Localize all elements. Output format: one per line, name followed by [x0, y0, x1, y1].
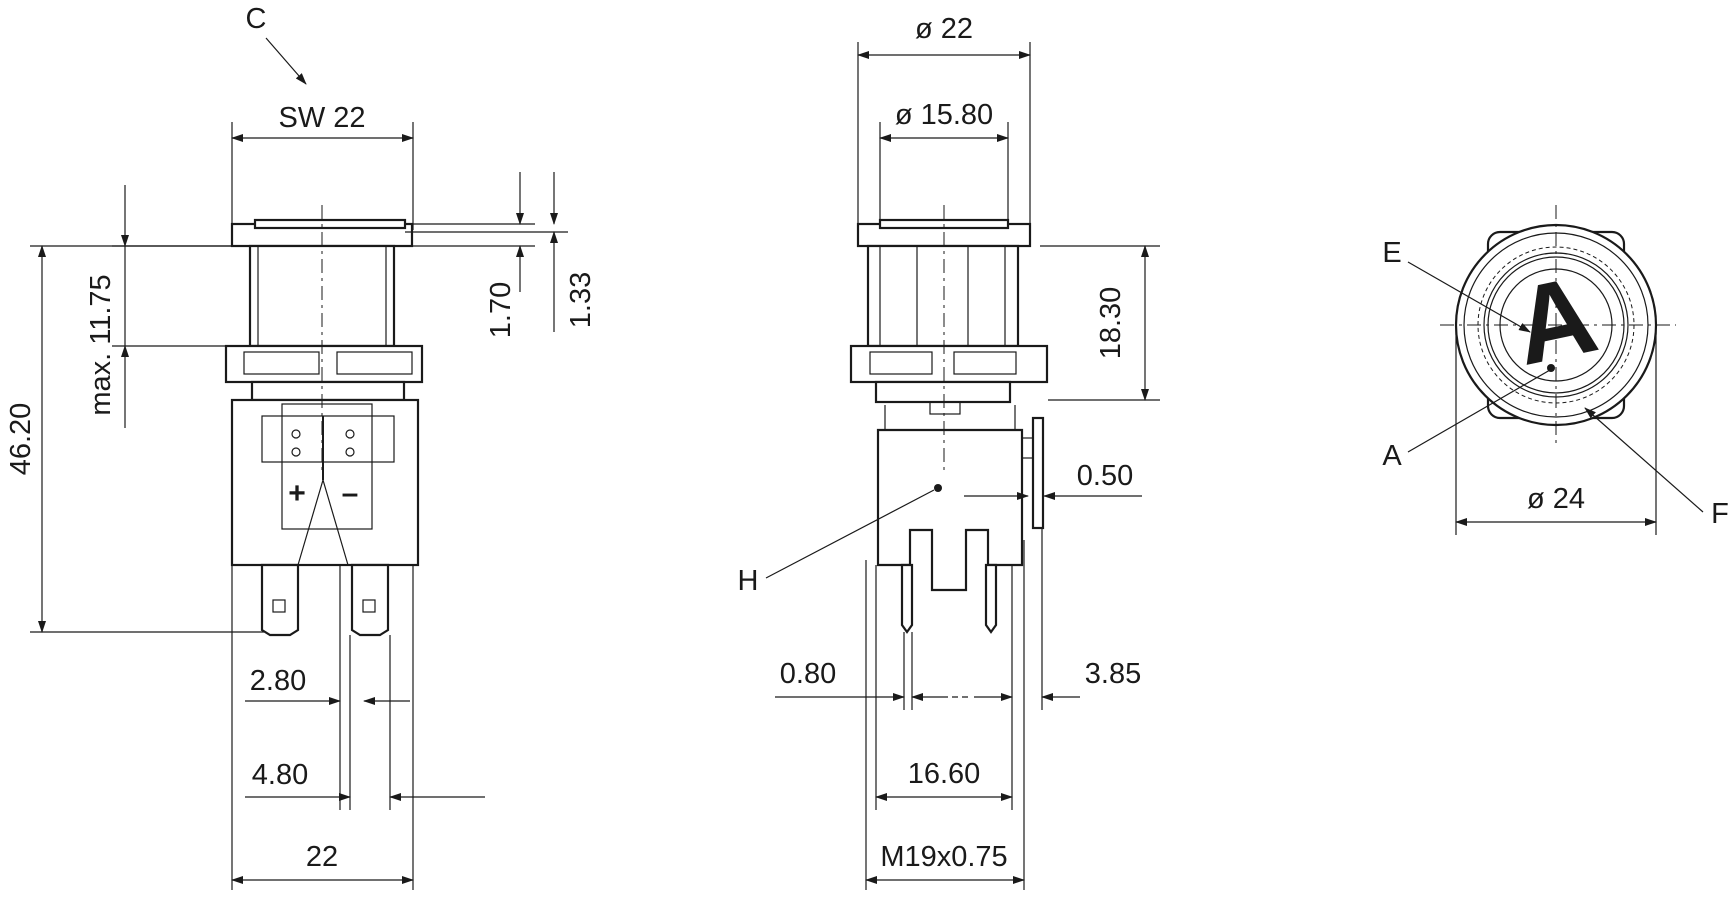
side-tab	[1031, 416, 1045, 530]
side-lower-housing	[876, 428, 1024, 592]
side-pin-right	[984, 563, 998, 634]
dim-dia-15-80: ø 15.80	[895, 99, 993, 131]
plus-label: +	[288, 477, 306, 510]
label-a: A	[1382, 440, 1402, 472]
front-collar	[224, 344, 424, 384]
label-c: C	[246, 3, 267, 35]
label-e: E	[1382, 237, 1401, 269]
dim-16-60: 16.60	[908, 758, 981, 790]
dim-1-70: 1.70	[485, 282, 517, 338]
dim-18-30: 18.30	[1095, 287, 1127, 360]
label-f: F	[1711, 498, 1729, 530]
dim-max-11-75: max. 11.75	[85, 274, 117, 415]
side-view: ø 22 ø 15.80 18.30 0.50 H 0.80	[738, 13, 1160, 890]
dim-3-85: 3.85	[1085, 658, 1141, 690]
dim-sw22: SW 22	[278, 102, 365, 134]
dim-1-33: 1.33	[565, 272, 597, 328]
dim-22: 22	[306, 841, 338, 873]
top-view: A E A F ø 24	[1382, 205, 1729, 535]
side-pin-left	[900, 563, 914, 634]
dim-2-80: 2.80	[250, 665, 306, 697]
minus-label: –	[342, 477, 359, 510]
dim-dia-24: ø 24	[1527, 483, 1585, 515]
dim-0-80: 0.80	[780, 658, 836, 690]
dim-46-20: 46.20	[5, 403, 37, 476]
label-h: H	[738, 565, 759, 597]
side-collar	[849, 344, 1049, 384]
dim-dia-22: ø 22	[915, 13, 973, 45]
front-view: + – SW 22 C 46.20 max. 11.75 1.7	[5, 3, 597, 890]
dim-m19: M19x0.75	[880, 841, 1007, 873]
dim-0-50: 0.50	[1077, 460, 1133, 492]
dim-4-80: 4.80	[252, 759, 308, 791]
front-lower-housing	[230, 398, 420, 567]
side-upper-housing	[866, 244, 1020, 348]
